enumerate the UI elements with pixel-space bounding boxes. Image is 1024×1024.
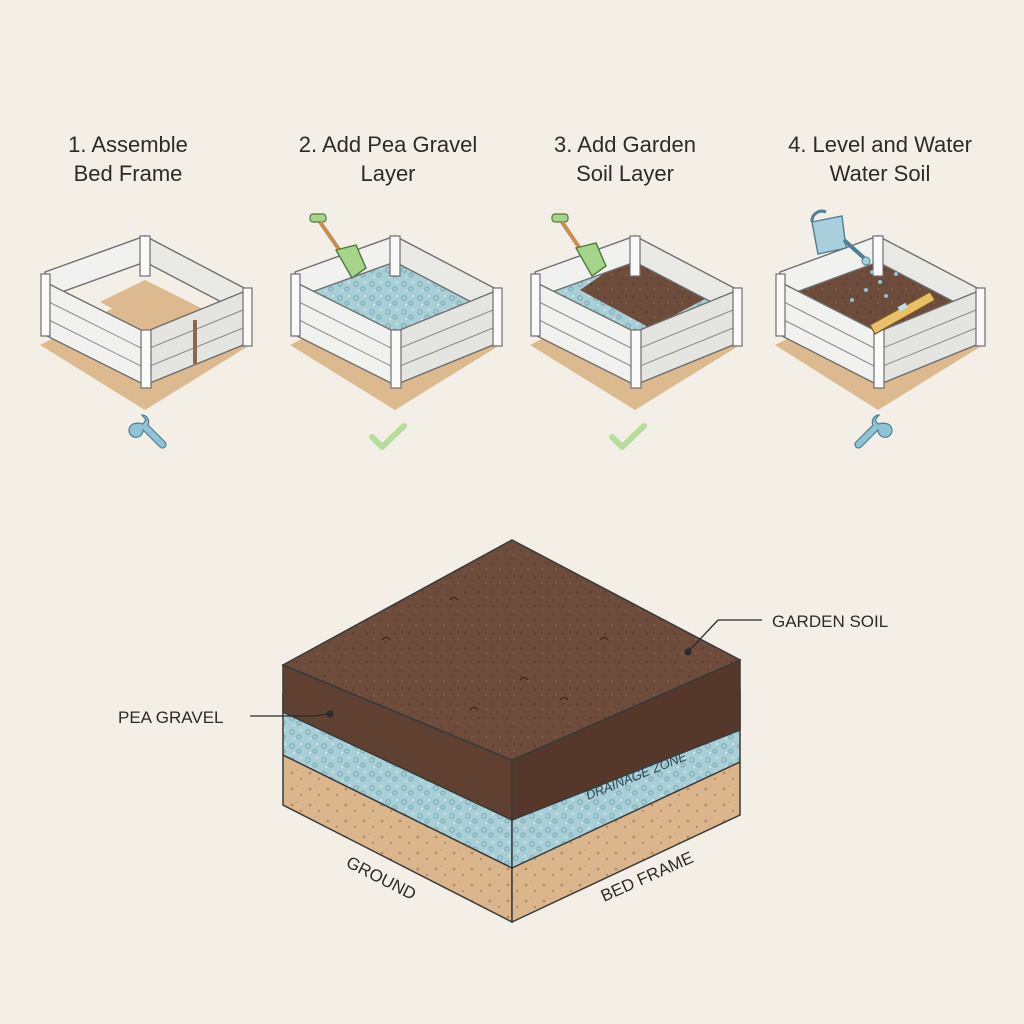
wrench-icon xyxy=(855,415,892,448)
checkmark-icon xyxy=(612,426,644,447)
step-4-illustration xyxy=(775,211,985,448)
wrench-icon xyxy=(129,415,166,448)
step-3-illustration xyxy=(530,214,742,447)
step-1-illustration xyxy=(40,236,252,448)
cross-section-diagram: GARDEN SOIL PEA GRAVEL DRAINAGE ZONE GRO… xyxy=(118,540,888,922)
checkmark-icon xyxy=(372,426,404,447)
step-2-illustration xyxy=(290,214,502,447)
garden-soil-label: GARDEN SOIL xyxy=(772,612,888,631)
pea-gravel-label: PEA GRAVEL xyxy=(118,708,224,727)
